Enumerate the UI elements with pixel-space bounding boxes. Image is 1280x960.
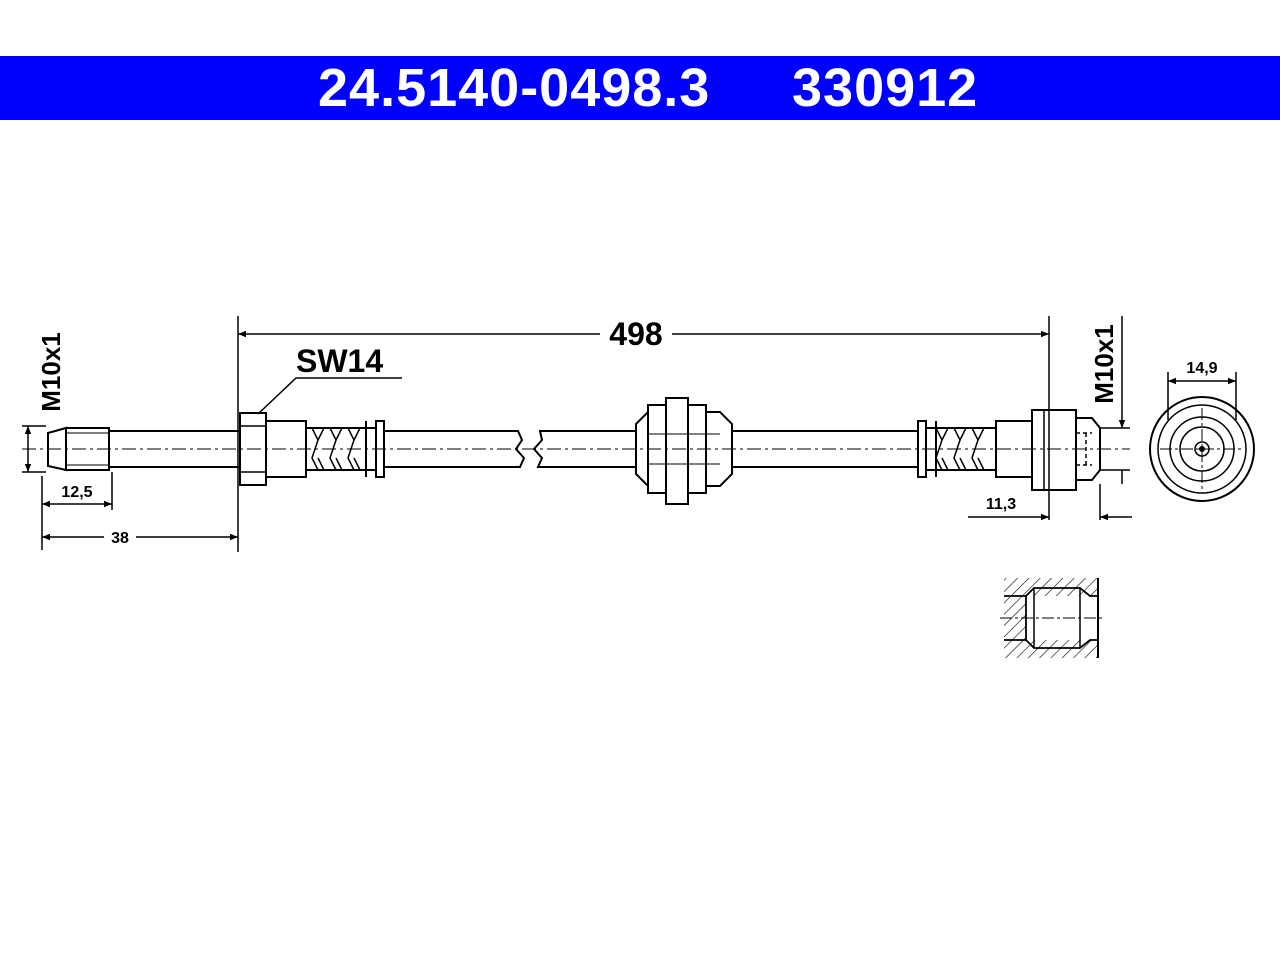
dim-wrench-size: SW14 <box>296 343 383 379</box>
right-female-fitting <box>1031 409 1101 491</box>
dim-right-offset: 11,3 <box>986 496 1016 513</box>
section-detail <box>1000 578 1104 658</box>
reference-number: 330912 <box>792 58 979 118</box>
dim-left-fitting-length: 38 <box>111 530 129 547</box>
part-number: 24.5140-0498.3 <box>318 58 711 118</box>
left-thread-fitting <box>47 426 241 472</box>
end-view <box>1149 396 1255 502</box>
dim-end-diameter: 14,9 <box>1186 360 1217 377</box>
header-banner: 24.5140-0498.3 330912 <box>0 56 1280 120</box>
dim-left-thread: M10x1 <box>36 332 66 412</box>
dim-overall-length: 498 <box>609 316 662 352</box>
dim-left-thread-length: 12,5 <box>61 484 92 501</box>
hose-support-clip <box>635 397 733 505</box>
dim-right-thread: M10x1 <box>1089 324 1119 404</box>
